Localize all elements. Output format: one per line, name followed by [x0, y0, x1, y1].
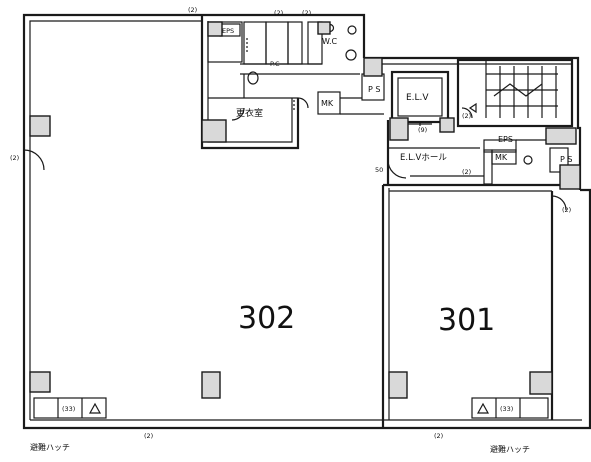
dim-bottom-left: (2) [144, 432, 153, 440]
mk-lower-label: MK [495, 153, 508, 162]
ps-lower-label: P S [560, 155, 572, 164]
dim-top-left: (2) [188, 6, 197, 14]
hatch-right-code: (33) [500, 405, 513, 413]
dim-left-side: (2) [10, 154, 19, 162]
door-swings [23, 149, 567, 211]
unit-divider-wall [381, 183, 560, 428]
changing-room-label: 更衣室 [236, 107, 263, 119]
dim-right-side: (2) [562, 206, 571, 214]
dim-bottom-right: (2) [434, 432, 443, 440]
eps-lower-label: EPS [222, 27, 234, 35]
eps-upper-label: EPS [498, 135, 513, 144]
outer-walls [22, 13, 591, 430]
wc-label: W.C [322, 37, 338, 46]
hatch-right [471, 397, 549, 419]
dim-top-mid1: (2) [274, 9, 283, 17]
stair [456, 58, 574, 128]
ps-upper-label: P S [368, 85, 380, 94]
elevator-shaft [390, 70, 450, 126]
mk-upper-label: MK [321, 99, 334, 108]
unit-301-label: 301 [438, 303, 495, 338]
dim-elv-bottom: (9) [418, 126, 427, 134]
columns [29, 21, 581, 399]
hatch-left-code: (33) [62, 405, 75, 413]
hatch-left [33, 397, 107, 419]
unit-302-label: 302 [238, 301, 295, 336]
pc-room-label: P.C [270, 60, 280, 68]
core-block [200, 15, 360, 150]
dim-top-mid2: (2) [302, 9, 311, 17]
elevator-hall-label: E.L.Vホール [400, 153, 447, 163]
elevator-hall [386, 107, 572, 185]
hatch-left-label: 避難ハッチ [30, 442, 70, 452]
dim-hall-left: 50 [375, 166, 383, 174]
elevator-label: E.L.V [406, 93, 429, 103]
hatch-right-label: 避難ハッチ [490, 444, 530, 454]
dim-stair-side: (2) [462, 112, 471, 120]
upper-service [317, 73, 385, 115]
dim-hall-right: (2) [462, 168, 471, 176]
